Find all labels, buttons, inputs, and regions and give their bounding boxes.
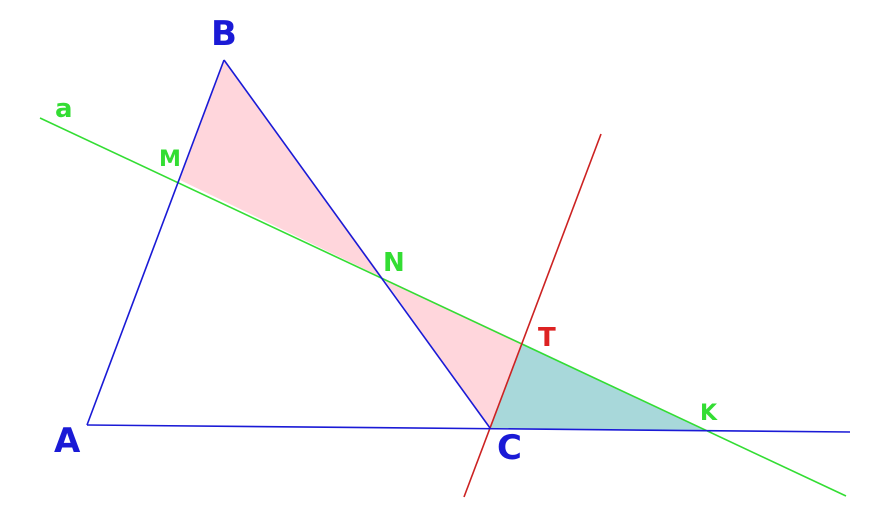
pink-region-lower (383, 278, 522, 428)
side-bc (223, 59, 491, 429)
label-line-a: a (55, 94, 73, 124)
side-ac-extended (86, 424, 851, 433)
label-k: K (700, 401, 718, 426)
teal-region (490, 343, 706, 430)
label-n: N (383, 248, 405, 278)
line-ct (463, 133, 602, 498)
line-a (39, 117, 847, 497)
label-c: C (497, 428, 522, 468)
pink-region-upper (180, 60, 383, 278)
label-t: T (538, 323, 556, 353)
label-m: M (159, 147, 181, 172)
label-a: A (54, 421, 81, 461)
side-ab (86, 59, 225, 426)
label-b: B (211, 14, 237, 54)
